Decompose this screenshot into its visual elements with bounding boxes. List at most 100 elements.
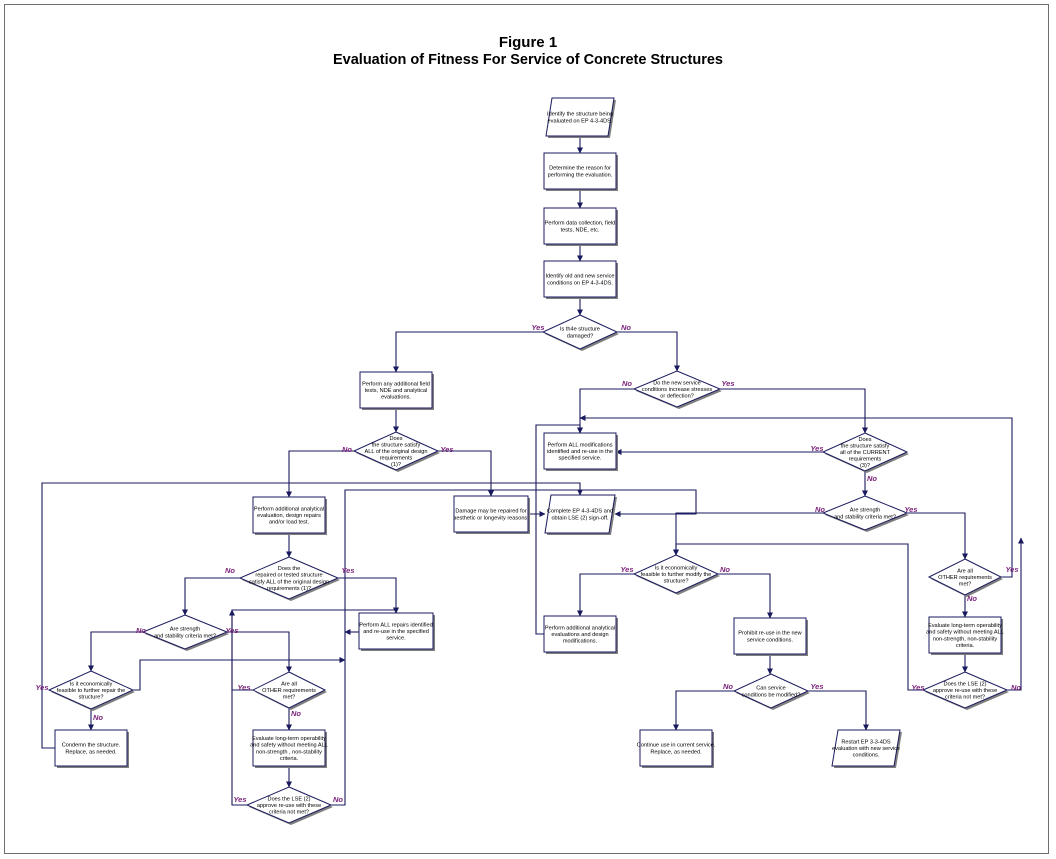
node-text: the structure satisfy [841,443,890,449]
connector-39 [579,415,1013,578]
decision-label-no: No [723,682,733,691]
decision-label-yes: Yes [810,444,823,453]
connector-5 [393,331,543,373]
node-text: met? [959,582,971,588]
node-text: and safety without meeting ALL [926,630,1004,636]
decision-label-no: No [867,474,877,483]
node-text: Determine the reason for [549,166,611,172]
node-text: approve re-use with these [933,688,997,694]
node-text: ALL of the original design [365,449,428,455]
node-text: non-strength, non-stability [933,636,998,642]
node-text: Does [858,437,871,443]
decision-label-no: No [93,713,103,722]
decision-label-no: No [225,566,235,575]
node-text: service. [386,636,406,642]
decision-label-yes: Yes [620,565,633,574]
node-text: aesthetic or longevity reasons. [453,515,529,521]
node-text: repaired or tested structure [255,573,322,579]
connector-18 [182,577,240,616]
decision-label-no: No [720,565,730,574]
node-n-condemn: Condemn the structure.Replace, as needed… [54,729,129,768]
decision-label-yes: Yes [341,566,354,575]
node-text: criteria. [280,756,299,762]
figure-number: Figure 1 [498,34,558,51]
node-text: or deflection? [660,394,694,400]
node-text: and/or load test. [269,520,310,526]
connector-38 [535,424,583,635]
connector-35 [331,489,697,806]
node-n-additional-mods: Perform additional analyticalevaluations… [543,615,618,654]
node-text: the structure satisfy [372,442,421,448]
node-text: damaged? [567,333,593,339]
node-text: (3)? [860,463,870,469]
node-text: Damage may be repaired for [455,509,526,515]
connector-24 [227,631,292,673]
node-text: conditions. [853,753,880,759]
node-text: Identify old and new service [545,274,614,280]
node-text: tests, NDE and analytical [365,388,428,394]
node-text: obtain LSE (2) sign-off. [551,515,609,521]
node-text: evaluation, design repairs [257,513,321,519]
node-d-lse-left: Does the LSE (2)approve re-use with thes… [245,786,333,825]
node-text: Do the new service [653,380,701,386]
node-text: Does the LSE (2) [944,681,987,687]
node-text: Does [389,436,402,442]
node-text: Does the LSE (2) [268,796,311,802]
connector-10 [286,450,354,498]
connector-9 [720,388,868,434]
decision-label-yes: Yes [237,683,250,692]
node-text: Perform additional analytical [545,625,615,631]
connector-6 [617,331,680,372]
node-text: service conditions. [747,637,793,643]
connector-lines [41,136,1024,806]
node-text: structure? [664,579,689,585]
connector-19 [338,577,399,614]
node-text: conditions increase stresses [642,387,712,393]
node-text: criteria not met? [269,810,309,816]
decision-label-yes: Yes [1005,565,1018,574]
node-text: criteria. [956,643,975,649]
node-text: Perform additional analytical [254,506,324,512]
decision-label-yes: Yes [911,683,924,692]
node-text: evaluations. [381,395,411,401]
node-text: satisfy ALL of the original design [249,579,329,585]
node-text: non-strength , non-stability [256,749,322,755]
node-text: requirements (1)? [267,586,311,592]
node-text: Evaluate long-term operability [252,736,326,742]
decision-label-yes: Yes [810,682,823,691]
node-text: feasible to further modify the [641,572,712,578]
node-text: Are all [957,568,973,574]
connector-23 [88,631,143,672]
node-text: tests, NDE, etc. [561,227,600,233]
node-text: Is it economically [655,565,698,571]
node-text: Perform ALL repairs identified [359,622,432,628]
connector-30 [808,690,869,731]
figure-frame [4,4,1049,854]
decision-label-yes: Yes [225,626,238,635]
decision-label-no: No [342,445,352,454]
node-text: Continue use in current service. [637,743,716,749]
node-text: structure? [79,695,104,701]
decision-label-no: No [622,379,632,388]
node-n-continue: Continue use in current service.Replace,… [637,729,716,768]
node-text: Evaluate long-term operability [928,623,1002,629]
node-text: Condemn the structure. [62,743,121,749]
decision-label-no: No [1011,683,1021,692]
connector-16 [673,512,823,556]
